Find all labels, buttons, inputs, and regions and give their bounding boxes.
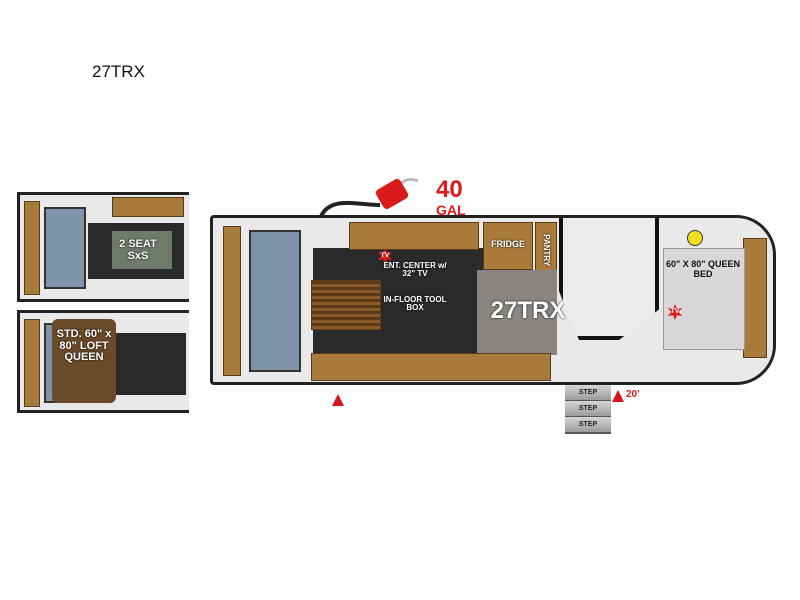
rear-ramp-door [24,319,40,407]
fridge-label: FRIDGE [490,239,525,249]
ent-center-label: ENT. CENTER w/ 32" TV [383,261,447,279]
fold-down-sofa [311,280,381,330]
upper-cabinets [349,222,479,250]
step: STEP [565,417,611,434]
queen-bed [663,248,745,350]
sxs-label: 2 SEAT SxS [119,238,157,262]
fuel-capacity: 40 [436,176,463,203]
garage-floor [116,333,186,395]
garage-window-panel [249,230,301,372]
awning-marker-icon [612,390,624,402]
rear-awning-marker-icon [332,394,344,406]
loft-queen-bed [52,319,116,403]
option-plan-sxs: 2 SEAT SxS [17,192,189,302]
rear-ramp-door [223,226,241,376]
generator-icon [687,230,703,246]
lower-cabinets [311,353,551,381]
step: STEP [565,385,611,402]
model-label: 27TRX [490,297,566,324]
side-by-side-vehicle [112,231,172,269]
fuel-pump-icon [318,175,430,220]
bedroom-wardrobe [743,238,767,358]
garage-window-panel [44,207,86,289]
main-floorplan: FRIDGE PANTRY TV ENT. CENTER w/ 32" TV I… [210,215,776,385]
fridge [483,222,533,270]
option-plan-loft: STD. 60" x 80" LOFT QUEEN [17,310,189,413]
rear-ramp-door [24,201,40,295]
entry-steps: STEP STEP STEP [565,385,611,434]
step: STEP [565,401,611,418]
awning-length: 20' [626,389,640,400]
bed-label: 60" X 80" QUEEN BED [665,259,741,279]
living-floor [477,270,557,355]
loft-label: STD. 60" x 80" LOFT QUEEN [56,328,112,364]
bathroom [559,218,659,340]
floorplan-title: 27TRX [92,62,145,81]
fuel-unit: GAL [436,202,466,218]
tool-box-label: IN-FLOOR TOOL BOX [383,295,447,313]
pantry-label: PANTRY [542,234,552,267]
upper-cabinets [112,197,184,217]
